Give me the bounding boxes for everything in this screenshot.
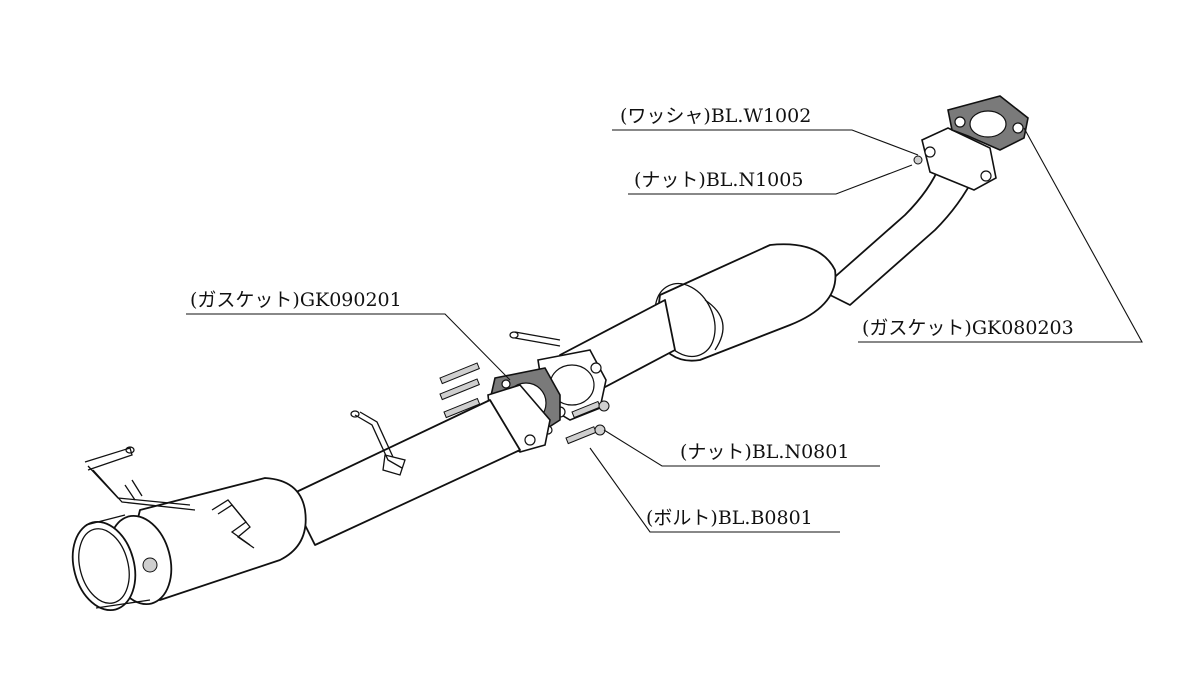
callout-gasket-front: (ガスケット)GK080203 — [862, 317, 1074, 339]
callout-gasket-mid: (ガスケット)GK090201 — [190, 289, 402, 311]
front-flange-gasket — [921, 95, 1029, 191]
leader-lines — [186, 127, 1143, 533]
front-pipe — [819, 164, 976, 306]
main-muffler — [71, 446, 307, 612]
bolts-nuts — [439, 155, 923, 445]
callout-nut-front: (ナット)BL.N1005 — [634, 169, 803, 191]
callout-washer: (ワッシャ)BL.W1002 — [620, 105, 811, 127]
tail-pipe — [289, 399, 521, 546]
callout-bolt-mid: (ボルト)BL.B0801 — [646, 507, 813, 529]
callout-nut-mid: (ナット)BL.N0801 — [680, 441, 849, 463]
